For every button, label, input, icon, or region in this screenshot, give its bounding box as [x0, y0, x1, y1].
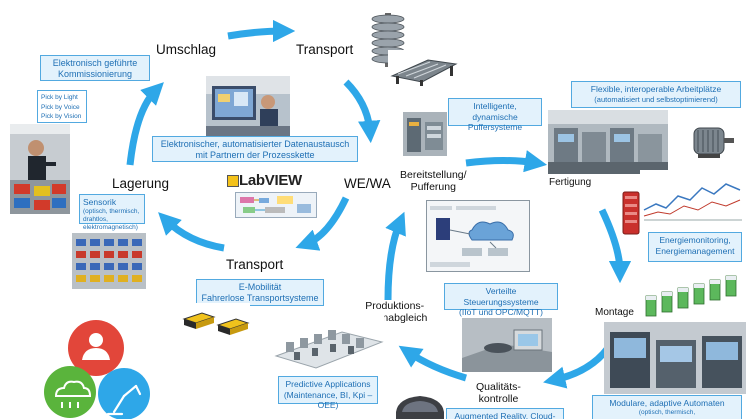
- arrow-produktion-to-bereitstellung: [384, 211, 406, 301]
- box-predictive: Predictive Applications (Maintenance, BI…: [278, 376, 378, 410]
- node-wewa: WE/WA: [344, 176, 391, 191]
- quality-control-cell-image: [462, 318, 552, 372]
- box-steuerungssysteme: Verteilte Steuerungssysteme (IIoT und OP…: [444, 283, 558, 317]
- arrow-wewa-to-transport: [295, 196, 350, 251]
- box-energiemonitoring: Energiemonitoring, Energiemanagement: [648, 232, 742, 262]
- electric-motor-image: [684, 116, 738, 164]
- arbeitsplaetze-subtitle: (automatisiert und selbstoptimierend): [594, 94, 718, 104]
- arrow-transport-to-wewa: [343, 79, 381, 144]
- predictive-title: Predictive Applications: [285, 379, 371, 389]
- arrow-montage-to-qualitaet: [543, 345, 611, 389]
- pick-by-light: Pick by Light: [41, 94, 78, 101]
- sensorik-subtitle: (optisch, thermisch, drahtlos, elektroma…: [83, 207, 140, 231]
- cloud-icon: [54, 380, 92, 408]
- labview-logo: LabVIEW: [225, 172, 320, 220]
- steuerung-title: Verteilte Steuerungssysteme: [463, 286, 539, 307]
- node-bereitstellung: Bereitstellung/ Pufferung: [400, 169, 467, 193]
- labview-logo-mark: [227, 175, 239, 187]
- ar-headset-image: [394, 392, 446, 419]
- production-line-image: [272, 312, 384, 372]
- predictive-subtitle: (Maintenance, BI, Kpi – OEE): [283, 389, 373, 411]
- arrow-bereitstellung-to-fertigung: [465, 150, 548, 173]
- battery-pack-image: [620, 188, 642, 236]
- box-kommissionierung: Elektronisch geführte Kommissionierung: [40, 55, 150, 81]
- cloud-icon-circle: [44, 366, 96, 418]
- box-ar-cloud: Augmented Reality, Cloud-: [446, 408, 564, 419]
- automation-machines-image: [604, 322, 746, 394]
- worker-at-screen-image: [206, 76, 290, 136]
- box-pick-methods: Pick by Light Pick by Voice Pick by Visi…: [37, 90, 87, 123]
- industrial-cloud-architecture-image: [426, 200, 530, 272]
- node-qualitaetskontrolle: Qualitäts- kontrolle: [476, 381, 521, 405]
- box-datenaustausch: Elektronischer, automatisierter Datenaus…: [152, 136, 358, 162]
- person-icon: [82, 333, 110, 360]
- pick-by-vision: Pick by Vision: [41, 113, 82, 120]
- arrow-fertigung-to-montage: [598, 208, 632, 284]
- emobilitaet-subtitle: Fahrerlose Transportsysteme: [201, 292, 319, 303]
- node-lagerung: Lagerung: [112, 176, 170, 191]
- labview-screenshot-image: [235, 192, 317, 218]
- steuerung-subtitle: (IIoT und OPC/MQTT): [459, 307, 543, 317]
- roller-conveyor-image: [388, 50, 460, 86]
- node-transport-bottom: Transport: [226, 257, 284, 272]
- energy-chart-image: [640, 170, 746, 230]
- arrow-umschlag-to-transport: [227, 19, 296, 43]
- flexible-workstations-image: [548, 110, 668, 174]
- node-montage: Montage: [595, 307, 634, 318]
- robot-icon-circle: [98, 368, 150, 419]
- storage-racks-image: [72, 233, 146, 289]
- automated-guided-vehicles-image: [180, 303, 250, 339]
- automaten-title: Modulare, adaptive Automaten: [609, 398, 725, 408]
- robot-arm-icon: [106, 384, 142, 416]
- box-puffersysteme: Intelligente, dynamische Puffersysteme: [448, 98, 542, 132]
- arbeitsplaetze-title: Flexible, interoperable Arbeitplätze: [590, 84, 722, 94]
- node-transport-top: Transport: [296, 42, 354, 57]
- automaten-subtitle: (optisch, thermisch,: [638, 408, 696, 416]
- node-umschlag: Umschlag: [156, 42, 217, 57]
- box-sensorik: Sensorik (optisch, thermisch, drahtlos, …: [79, 194, 145, 231]
- labview-logo-text: LabVIEW: [239, 172, 302, 189]
- sensorik-title: Sensorik: [83, 197, 117, 207]
- emobilitaet-title: E-Mobilität: [238, 282, 282, 292]
- box-automaten: Modulare, adaptive Automaten (optisch, t…: [592, 395, 742, 419]
- node-fertigung: Fertigung: [549, 177, 592, 188]
- box-arbeitsplaetze: Flexible, interoperable Arbeitplätze (au…: [571, 81, 741, 108]
- pick-by-light-worker-image: [10, 124, 70, 214]
- buffer-storage-image: [403, 112, 447, 156]
- icon-cluster: [44, 320, 150, 419]
- box-emobilitaet: E-Mobilität Fahrerlose Transportsysteme: [196, 279, 324, 306]
- modular-assembly-modules-image: [636, 268, 746, 324]
- pick-by-voice: Pick by Voice: [41, 103, 80, 111]
- arrow-transport-to-lagerung: [158, 212, 225, 252]
- arrow-qualitaet-to-produktion: [398, 345, 467, 382]
- arrow-lagerung-to-umschlag: [126, 82, 164, 166]
